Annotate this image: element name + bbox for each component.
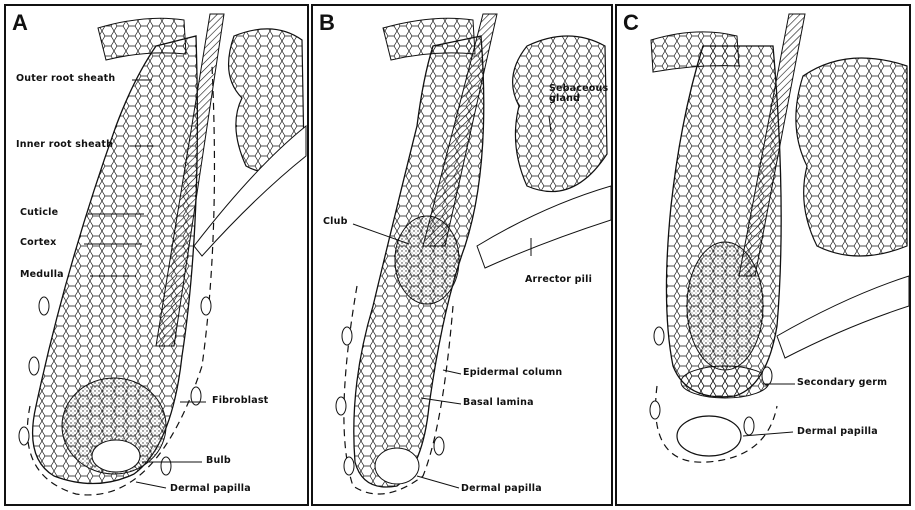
label-fibroblast: Fibroblast — [212, 395, 268, 406]
label-arrector-pili: Arrector pili — [525, 274, 592, 285]
panel-b: B Sebaceous gland Club Arrector pili Epi… — [311, 4, 613, 506]
label-dermal-papilla-b: Dermal papilla — [461, 483, 542, 494]
panel-a-letter: A — [12, 10, 28, 36]
label-secondary-germ: Secondary germ — [797, 377, 887, 388]
label-outer-root-sheath: Outer root sheath — [16, 73, 115, 84]
label-inner-root-sheath: Inner root sheath — [16, 139, 113, 150]
dermal-papilla-c — [677, 416, 741, 456]
label-club: Club — [323, 216, 348, 227]
label-epidermal-column: Epidermal column — [463, 367, 562, 378]
panel-a: A Outer root sheath Inner root sheath Cu… — [4, 4, 309, 506]
panel-b-drawing — [313, 6, 611, 504]
panel-b-letter: B — [319, 10, 335, 36]
label-basal-lamina: Basal lamina — [463, 397, 534, 408]
sebaceous-gland — [513, 36, 607, 192]
arrector-pili — [777, 276, 909, 358]
label-dermal-papilla-a: Dermal papilla — [170, 483, 251, 494]
panel-c: C Secondary germ Dermal papilla — [615, 4, 911, 506]
label-sebaceous-gland: Sebaceous gland — [549, 84, 603, 104]
secondary-germ — [681, 366, 769, 398]
sebaceous-gland — [796, 58, 907, 256]
dermal-papilla-b — [375, 448, 419, 484]
panel-c-letter: C — [623, 10, 639, 36]
label-bulb: Bulb — [206, 455, 231, 466]
label-medulla: Medulla — [20, 269, 64, 280]
dermal-papilla-a — [92, 440, 140, 472]
label-cortex: Cortex — [20, 237, 57, 248]
arrector-pili — [477, 186, 611, 268]
label-dermal-papilla-c: Dermal papilla — [797, 426, 878, 437]
club — [687, 242, 763, 370]
label-cuticle: Cuticle — [20, 207, 58, 218]
club — [395, 216, 459, 304]
